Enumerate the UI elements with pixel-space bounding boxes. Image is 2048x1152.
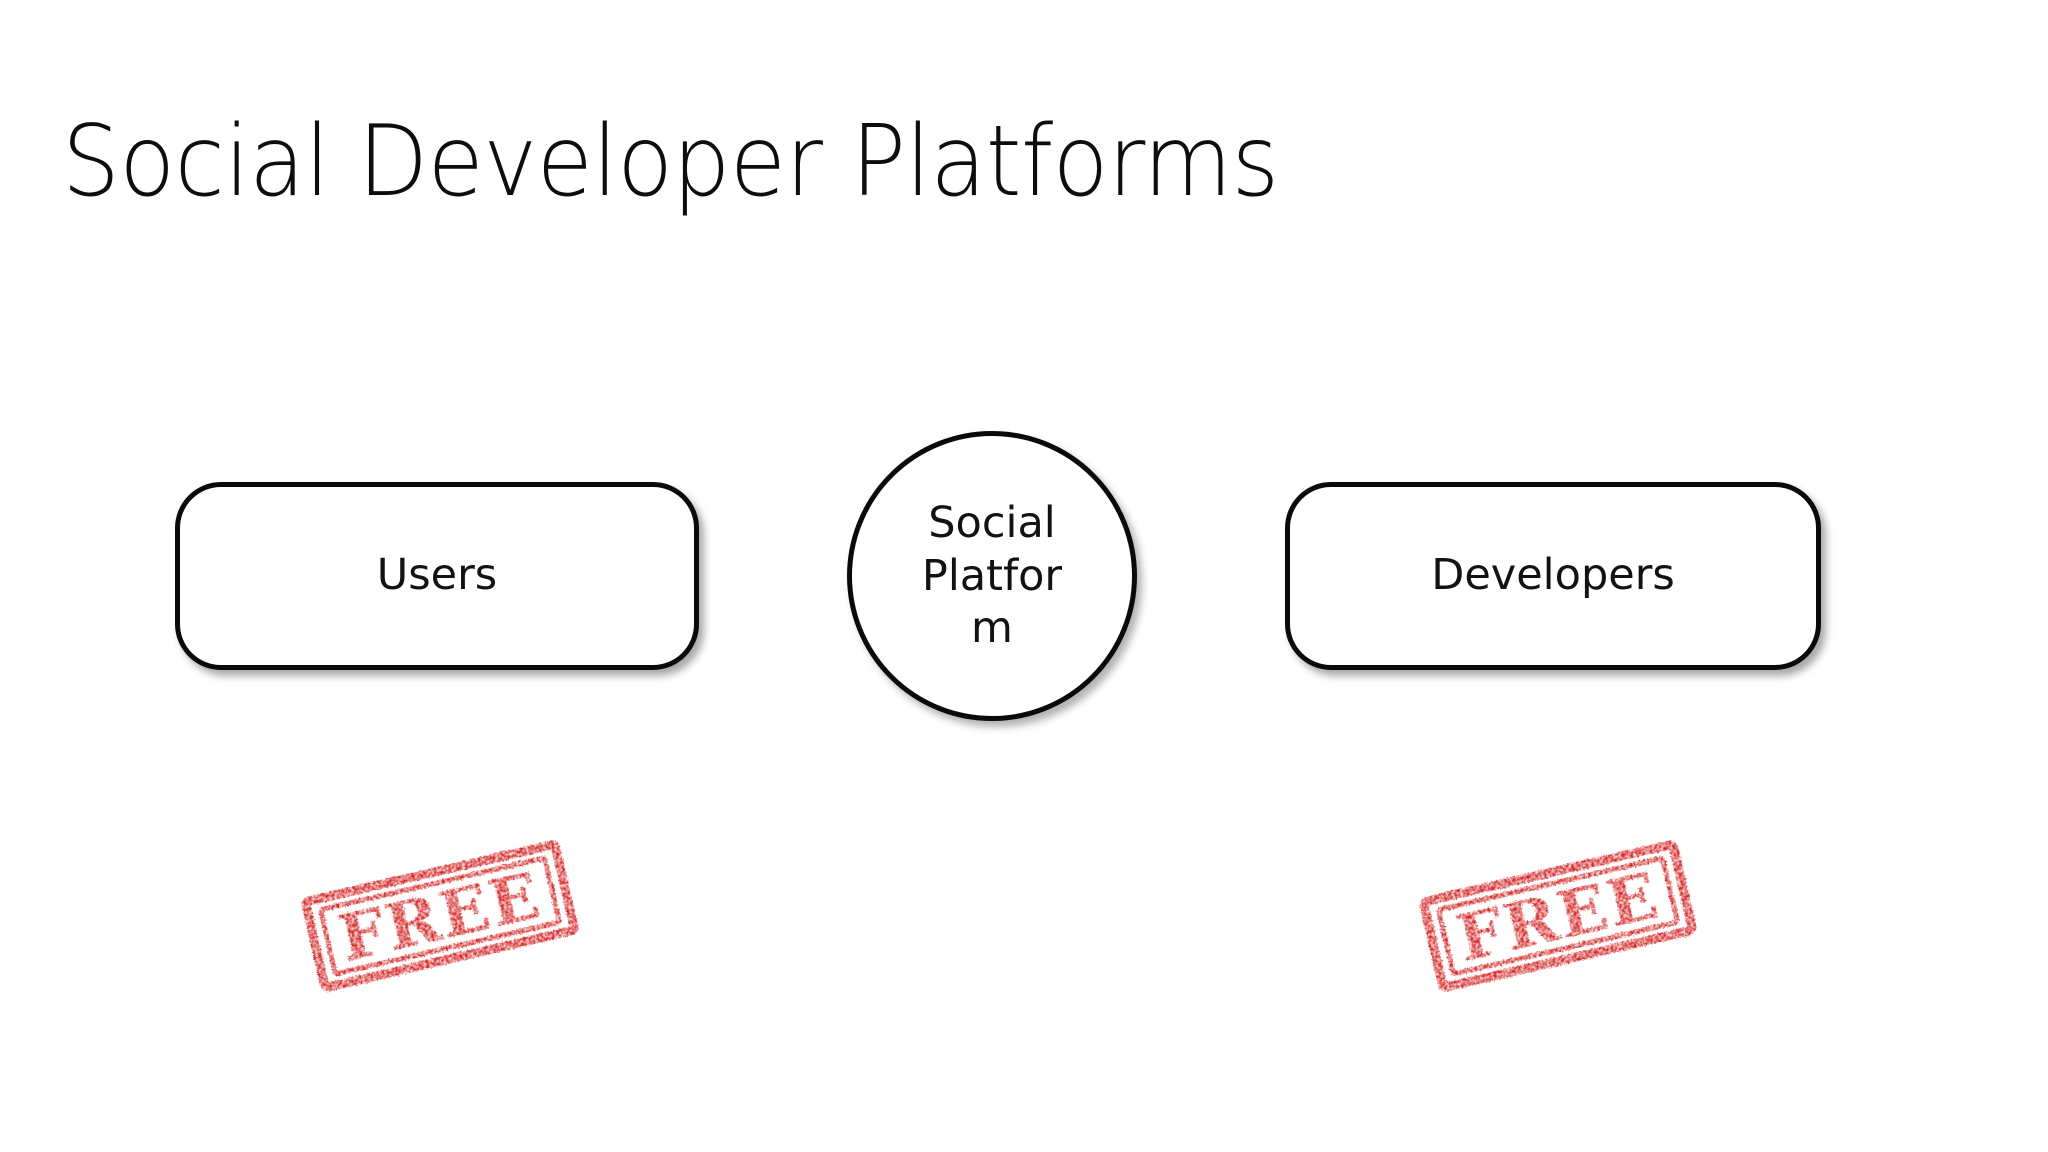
diagram-node-social-platform-label: Social Platform bbox=[921, 497, 1063, 654]
diagram-node-users-label: Users bbox=[376, 550, 498, 601]
diagram-node-social-platform[interactable]: Social Platform bbox=[847, 431, 1137, 721]
diagram-node-developers-label: Developers bbox=[1431, 550, 1675, 601]
free-stamp-developers: FREE bbox=[1414, 836, 1702, 996]
free-stamp-users: FREE bbox=[296, 836, 584, 996]
diagram-node-developers[interactable]: Developers bbox=[1285, 482, 1821, 670]
diagram-node-users[interactable]: Users bbox=[175, 482, 699, 670]
page-title: Social Developer Platforms bbox=[62, 104, 1279, 219]
